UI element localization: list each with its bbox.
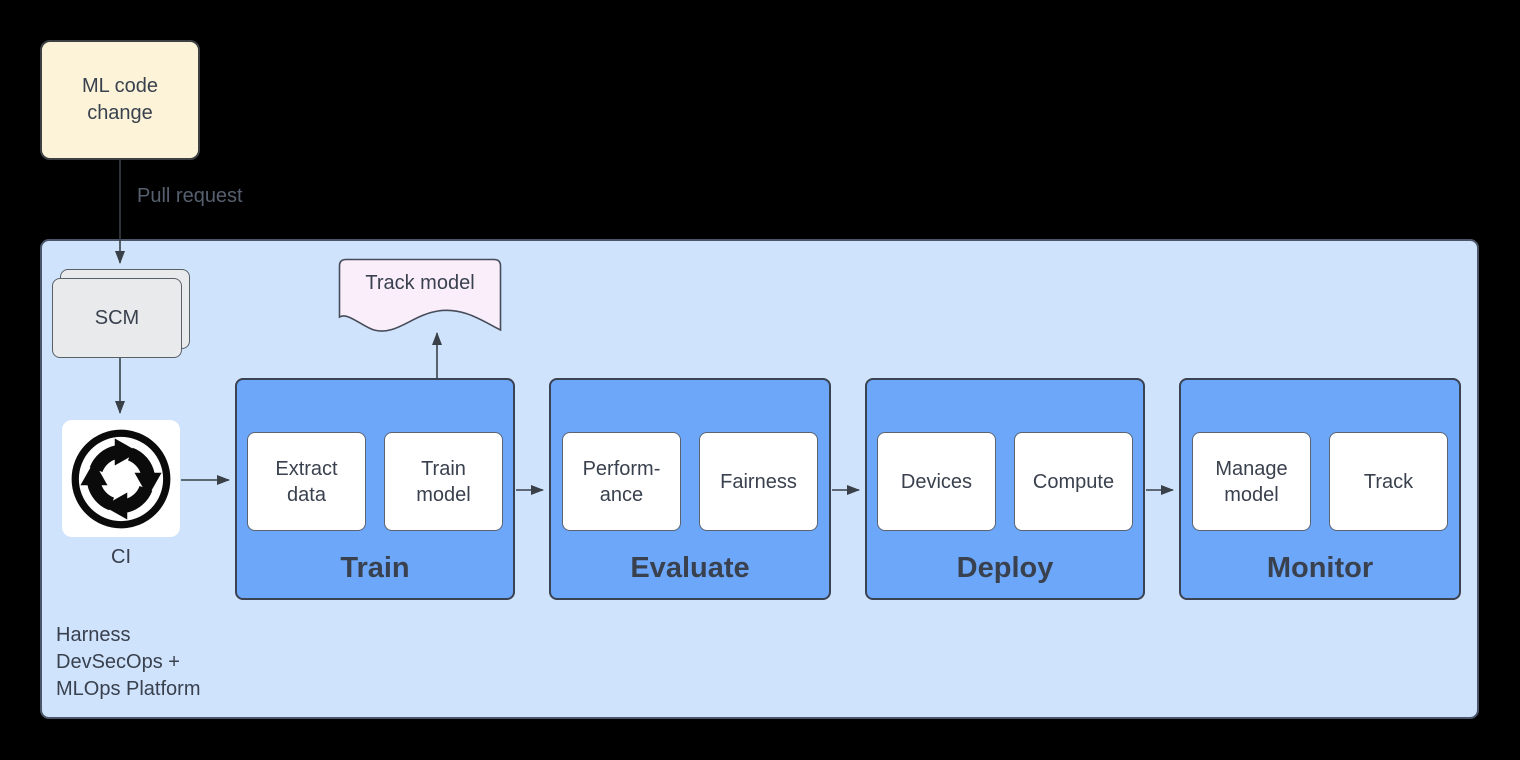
stage-item: Perform- ance bbox=[562, 432, 681, 531]
stage-monitor: Manage model Track Monitor bbox=[1179, 378, 1461, 600]
stage-item: Fairness bbox=[699, 432, 818, 531]
stage-evaluate: Perform- ance Fairness Evaluate bbox=[549, 378, 831, 600]
ci-node bbox=[62, 420, 180, 537]
ci-label: CI bbox=[111, 546, 131, 568]
stage-item: Manage model bbox=[1192, 432, 1311, 531]
stage-train: Extract data Train model Train bbox=[235, 378, 515, 600]
stage-deploy: Devices Compute Deploy bbox=[865, 378, 1145, 600]
platform-label: Harness DevSecOps + MLOps Platform bbox=[56, 624, 201, 700]
ml-code-change-node: ML code change bbox=[40, 40, 200, 160]
stage-item: Compute bbox=[1014, 432, 1133, 531]
ci-sync-icon bbox=[71, 429, 171, 528]
stage-item: Devices bbox=[877, 432, 996, 531]
stage-items: Perform- ance Fairness bbox=[551, 432, 829, 531]
stage-title: Monitor bbox=[1266, 552, 1374, 584]
stage-title: Evaluate bbox=[630, 552, 750, 584]
stage-item: Track bbox=[1329, 432, 1448, 531]
stage-item: Extract data bbox=[247, 432, 366, 531]
stage-items: Devices Compute bbox=[867, 432, 1143, 531]
stage-items: Extract data Train model bbox=[237, 432, 513, 531]
scm-node: SCM bbox=[52, 278, 182, 358]
pull-request-edge-label: Pull request bbox=[137, 185, 243, 207]
stage-title: Deploy bbox=[956, 552, 1054, 584]
stage-item: Train model bbox=[384, 432, 503, 531]
stage-items: Manage model Track bbox=[1181, 432, 1459, 531]
track-model-document bbox=[338, 258, 502, 332]
stage-title: Train bbox=[340, 552, 410, 584]
track-model-label: Track model bbox=[365, 272, 475, 294]
